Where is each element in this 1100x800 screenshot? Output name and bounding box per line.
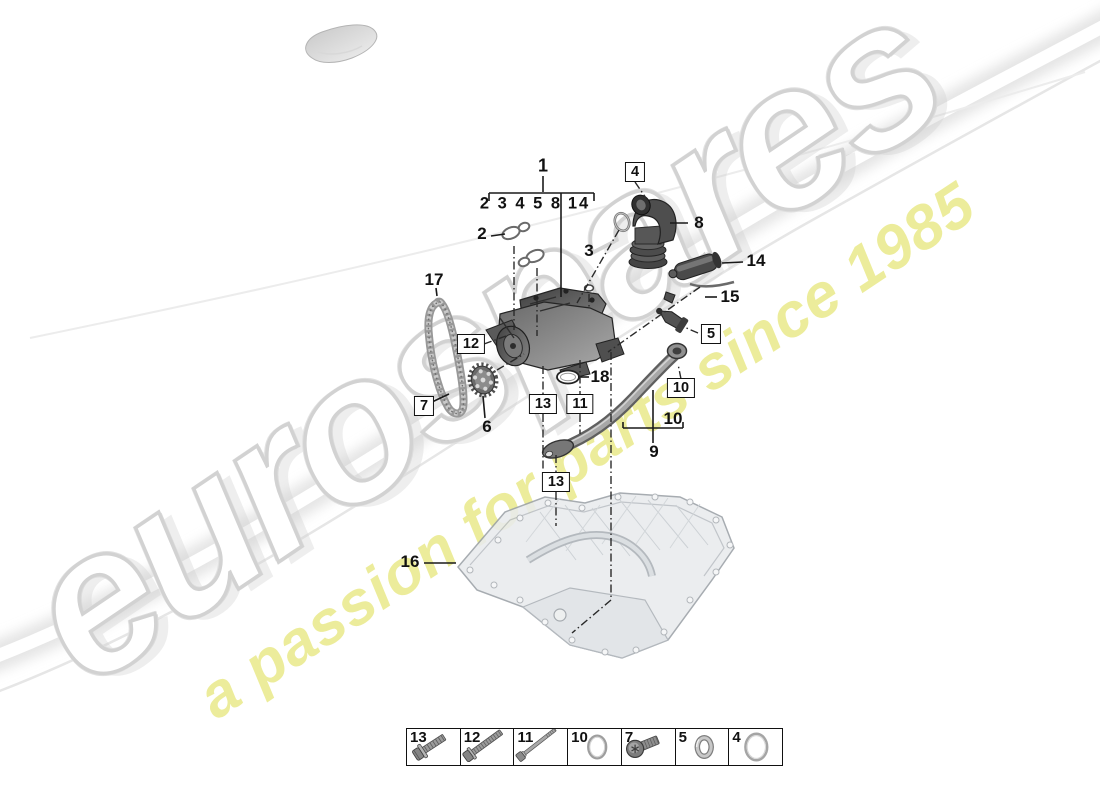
legend-ref: 4	[732, 729, 741, 746]
pressure-valve	[656, 307, 689, 333]
oil-pump	[485, 287, 625, 381]
car-silhouette	[305, 24, 378, 63]
part-label-9: 9	[649, 442, 659, 461]
leader-lines-solid	[424, 176, 744, 564]
o-ring-18	[556, 369, 580, 385]
flange-bolt-icon	[412, 734, 447, 761]
legend-cell-13: 13	[407, 729, 460, 765]
group-members-right: 14	[567, 194, 591, 213]
timing-chain-icon	[424, 297, 468, 418]
o-ring-4	[613, 211, 631, 233]
leader-lines-dashed	[483, 181, 701, 634]
fastener-legend: 13 12 11	[406, 728, 783, 766]
boxed-label-5: 5	[700, 324, 722, 344]
boxed-label-10: 10	[666, 378, 696, 398]
seal-rings-2	[501, 221, 545, 268]
part-label-10: 10	[663, 409, 683, 428]
boxed-label-13b: 13	[541, 472, 571, 492]
part-label-8: 8	[694, 213, 704, 232]
stud-bolt-icon	[516, 729, 557, 762]
legend-ref: 5	[678, 729, 687, 746]
o-ring-icon	[587, 734, 608, 760]
oil-sump-pan	[457, 492, 735, 659]
retainer-clip-15	[663, 291, 676, 304]
solenoid-part-14	[668, 251, 722, 281]
legend-cell-12: 12	[459, 729, 514, 765]
torx-screw-icon	[625, 735, 660, 758]
retainer-rod-15	[689, 280, 735, 288]
legend-cell-5: 5	[674, 729, 729, 765]
legend-ref: 10	[571, 729, 588, 746]
legend-cell-7: 7	[620, 729, 675, 765]
oil-filler-elbow	[628, 194, 677, 269]
boxed-label-11: 11	[566, 394, 594, 414]
part-label-17: 17	[424, 270, 444, 289]
boxed-label-13a: 13	[528, 394, 558, 414]
legend-ref: 13	[410, 729, 427, 746]
part-label-3: 3	[584, 241, 594, 260]
legend-ref: 12	[463, 729, 481, 746]
part-label-2: 2	[477, 224, 487, 243]
legend-cell-4: 4	[728, 729, 782, 765]
part-label-18: 18	[590, 367, 610, 386]
part-label-14: 14	[746, 251, 766, 270]
group-members-left: 2 3 4 5 8	[479, 194, 563, 213]
part-label-16: 16	[400, 552, 420, 571]
boxed-label-4: 4	[624, 162, 646, 182]
o-ring-large-icon	[744, 732, 769, 762]
boxed-label-7: 7	[413, 396, 435, 416]
part-label-6: 6	[482, 417, 492, 436]
legend-cell-11: 11	[513, 729, 567, 765]
long-bolt-icon	[462, 729, 503, 763]
seal-ring-icon	[694, 735, 714, 759]
legend-ref: 7	[624, 729, 634, 746]
legend-cell-10: 10	[567, 729, 621, 765]
oil-suction-pipe	[541, 342, 688, 459]
part-label-1: 1	[537, 155, 549, 176]
part-label-15: 15	[720, 287, 740, 306]
legend-ref: 11	[517, 729, 534, 746]
pump-sprocket-icon	[467, 362, 499, 398]
boxed-label-12: 12	[456, 334, 486, 354]
